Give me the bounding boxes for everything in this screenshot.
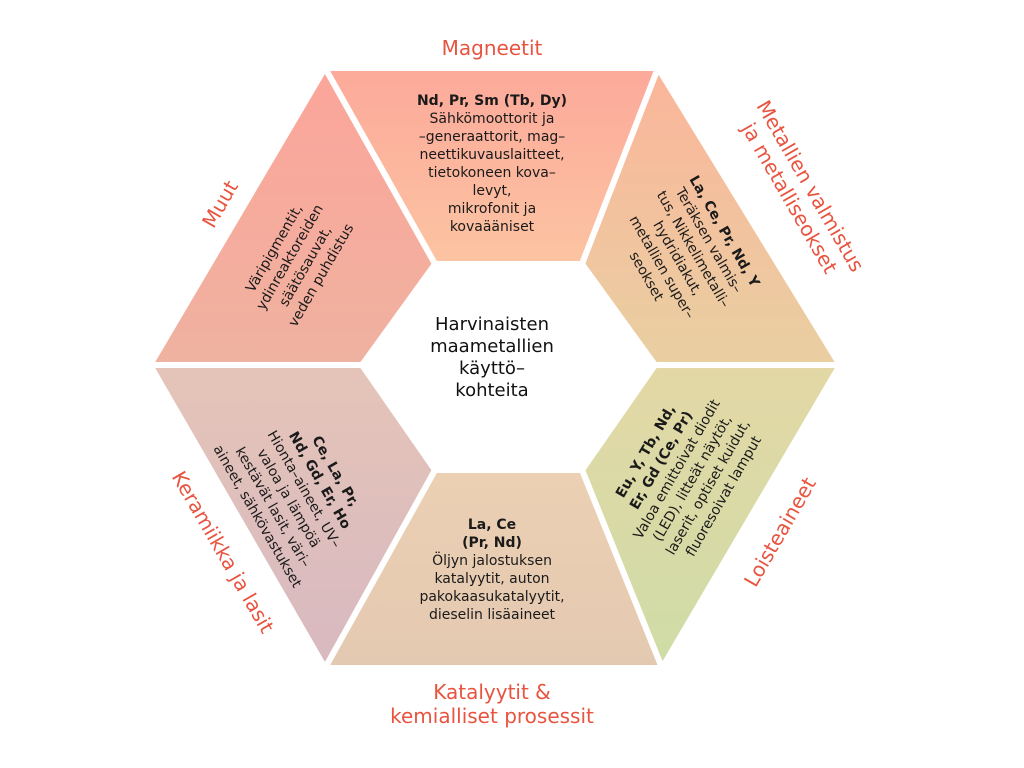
center-title-line: kohteita <box>455 380 529 401</box>
category-label-magneetit: Magneetit <box>392 36 592 60</box>
uses-line: dieselin lisäaineet <box>428 607 556 623</box>
uses-line: levyt, <box>472 183 512 199</box>
center-hexagon <box>362 264 655 470</box>
center-title: Harvinaisten maametallien käyttö– kohtei… <box>412 314 572 402</box>
segment-text-katalyytit: La, Ce (Pr, Nd) Öljyn jalostuksen kataly… <box>392 516 592 624</box>
category-text: Katalyytit & <box>433 680 551 704</box>
uses-line: neettikuvauslaitteet, <box>419 147 565 163</box>
uses-line: katalyytit, auton <box>434 571 550 587</box>
uses-line: tietokoneen kova– <box>428 165 556 181</box>
elements-line: Nd, Pr, Sm (Tb, Dy) <box>416 93 568 109</box>
category-label-katalyytit: Katalyytit & kemialliset prosessit <box>372 680 612 728</box>
uses-line: –generaattorit, mag– <box>418 129 566 145</box>
elements-line: La, Ce <box>467 517 517 533</box>
uses-line: Öljyn jalostuksen <box>432 553 552 569</box>
elements-line: (Pr, Nd) <box>462 535 522 551</box>
uses-line: Sähkömoottorit ja <box>429 111 555 127</box>
category-text: Magneetit <box>441 36 543 60</box>
uses-line: kovaääniset <box>449 219 535 235</box>
segment-text-magneetit: Nd, Pr, Sm (Tb, Dy) Sähkömoottorit ja –g… <box>392 92 592 236</box>
uses-line: pakokaasukatalyytit, <box>419 589 565 605</box>
center-title-line: Harvinaisten <box>435 314 549 335</box>
center-title-line: maametallien <box>430 336 554 357</box>
category-text: kemialliset prosessit <box>390 704 594 728</box>
center-title-line: käyttö– <box>459 358 525 379</box>
uses-line: mikrofonit ja <box>447 201 537 217</box>
